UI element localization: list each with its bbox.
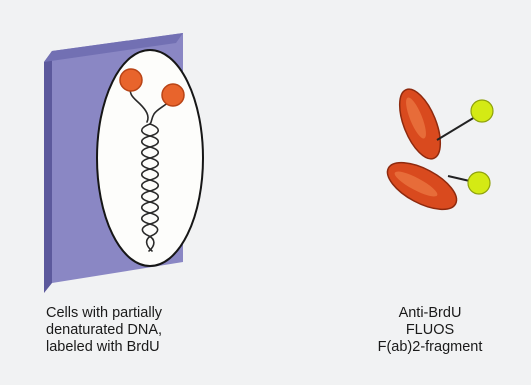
antibody-caption-line: FLUOS [360, 322, 500, 339]
cell-caption-line: labeled with BrdU [46, 339, 162, 356]
antibody-fragment-icon [380, 84, 475, 219]
slide-side [44, 51, 52, 293]
fluos-label-lower [468, 172, 490, 194]
linker-upper [437, 117, 475, 140]
fluos-label-upper [471, 100, 493, 122]
brdu-label-left [120, 69, 142, 91]
cell-caption-line: denaturated DNA, [46, 322, 162, 339]
cell-caption-line: Cells with partially [46, 305, 162, 322]
antibody-caption-line: F(ab)2-fragment [360, 339, 500, 356]
cell-caption: Cells with partially denaturated DNA, la… [46, 305, 162, 356]
antibody-caption: Anti-BrdU FLUOS F(ab)2-fragment [360, 305, 500, 356]
antibody-caption-line: Anti-BrdU [360, 305, 500, 322]
fluorescein-label-icon [468, 100, 493, 194]
brdu-label-right [162, 84, 184, 106]
